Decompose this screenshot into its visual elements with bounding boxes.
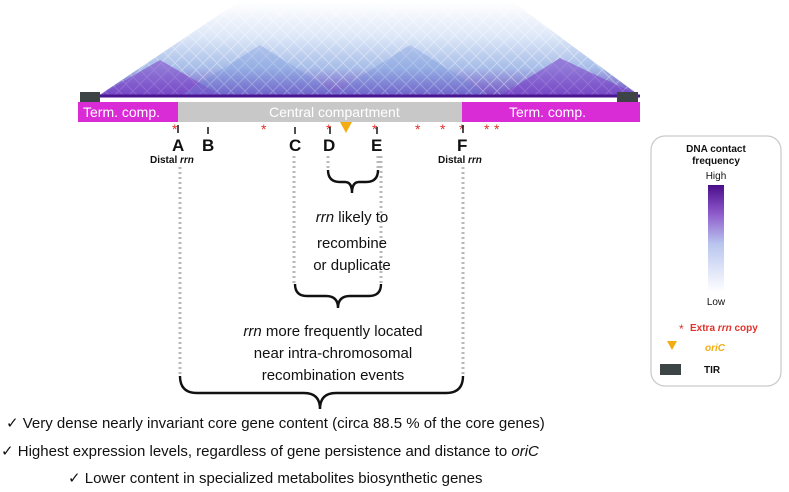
de-annotation-line3: or duplicate bbox=[313, 257, 391, 274]
legend-title-line1: DNA contact bbox=[686, 144, 746, 155]
legend-high-label: High bbox=[706, 171, 727, 182]
legend-star-icon: * bbox=[679, 322, 684, 336]
legend: DNA contact frequency High Low * Extra r… bbox=[650, 135, 782, 387]
de-annotation-line1: rrn likely to bbox=[316, 209, 389, 226]
distal-rrn-label-left: Distal rrn bbox=[150, 155, 194, 166]
site-ticks bbox=[177, 125, 464, 134]
star-marker: * bbox=[494, 121, 500, 137]
ce-annotation-line2: near intra-chromosomal bbox=[254, 345, 412, 362]
brace-de bbox=[326, 169, 380, 194]
legend-extra-rrn-label: Extra rrn copy bbox=[690, 323, 758, 334]
star-marker: * bbox=[415, 121, 421, 137]
extra-rrn-stars: * * * * * * * * * bbox=[172, 121, 500, 137]
site-e-label: E bbox=[371, 136, 382, 155]
legend-tir-label: TIR bbox=[704, 365, 721, 376]
check-icon: ✓ bbox=[6, 415, 19, 432]
site-d-label: D bbox=[323, 136, 335, 155]
oric-marker bbox=[340, 122, 352, 133]
tir-right-block bbox=[617, 92, 638, 103]
terminal-compartment-right-label: Term. comp. bbox=[509, 104, 586, 120]
de-annotation-line2: recombine bbox=[317, 235, 387, 252]
star-marker: * bbox=[484, 121, 490, 137]
legend-gradient-bar bbox=[708, 185, 724, 292]
bullet-text: Very dense nearly invariant core gene co… bbox=[22, 415, 545, 432]
star-marker: * bbox=[372, 121, 378, 137]
site-c-label: C bbox=[289, 136, 301, 155]
bullet-item-expression: ✓ Highest expression levels, regardless … bbox=[1, 442, 539, 460]
check-icon: ✓ bbox=[1, 443, 14, 460]
check-icon: ✓ bbox=[68, 470, 81, 487]
bullet-oric-term: oriC bbox=[511, 443, 539, 460]
terminal-compartment-left-label: Term. comp. bbox=[83, 104, 160, 120]
star-marker: * bbox=[261, 121, 267, 137]
legend-tir-icon bbox=[660, 364, 681, 375]
brace-ce bbox=[293, 283, 383, 309]
legend-low-label: Low bbox=[707, 297, 726, 308]
distal-rrn-label-right: Distal rrn bbox=[438, 155, 482, 166]
star-marker: * bbox=[440, 121, 446, 137]
central-compartment-label: Central compartment bbox=[269, 104, 400, 120]
star-marker: * bbox=[459, 121, 465, 137]
central-compartment bbox=[178, 102, 462, 122]
star-marker: * bbox=[172, 121, 178, 137]
brace-af bbox=[178, 375, 465, 410]
legend-oric-icon bbox=[667, 341, 677, 350]
compartment-bar: Term. comp. Central compartment Term. co… bbox=[78, 102, 640, 122]
bullet-text: Highest expression levels, regardless of… bbox=[17, 443, 512, 460]
site-f-label: F bbox=[457, 136, 467, 155]
bullet-item-metabolites: ✓ Lower content in specialized metabolit… bbox=[68, 469, 482, 487]
site-b-label: B bbox=[202, 136, 214, 155]
contact-map bbox=[98, 2, 640, 98]
star-marker: * bbox=[326, 121, 332, 137]
legend-title-line2: frequency bbox=[692, 156, 740, 167]
terminal-compartment-right bbox=[462, 102, 640, 122]
terminal-compartment-left bbox=[78, 102, 178, 122]
ce-annotation-line3: recombination events bbox=[262, 367, 405, 384]
legend-oric-label: oriC bbox=[705, 343, 726, 354]
site-a-label: A bbox=[172, 136, 184, 155]
bullet-text: Lower content in specialized metabolites… bbox=[84, 470, 483, 487]
bullet-item-core-content: ✓ Very dense nearly invariant core gene … bbox=[6, 414, 545, 432]
tir-left-block bbox=[80, 92, 100, 103]
dotted-guides bbox=[178, 156, 465, 376]
ce-annotation-line1: rrn more frequently located bbox=[243, 323, 422, 340]
